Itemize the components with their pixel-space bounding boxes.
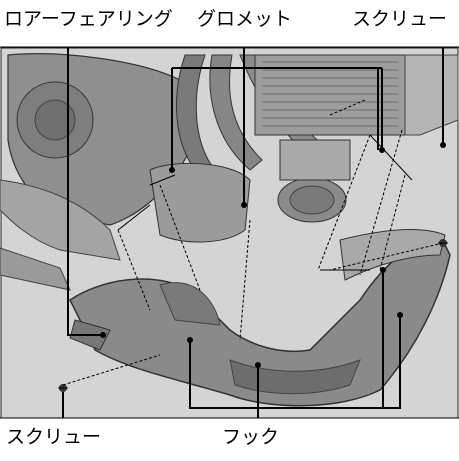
label-screw-bottom: スクリュー <box>6 426 102 448</box>
screw-left-icon <box>58 384 68 392</box>
callout-lines <box>62 48 444 418</box>
exhaust-pipe-2 <box>209 54 263 171</box>
label-grommet: グロメット <box>197 8 293 30</box>
assembly-lines <box>62 99 444 386</box>
callout-dots <box>100 142 446 368</box>
label-hook: フック <box>222 426 280 448</box>
frame-member <box>0 179 121 261</box>
label-lower-fairing: ロアーフェアリング <box>4 8 173 30</box>
carburetor-area <box>149 163 251 243</box>
label-screw-top: スクリュー <box>352 8 448 30</box>
